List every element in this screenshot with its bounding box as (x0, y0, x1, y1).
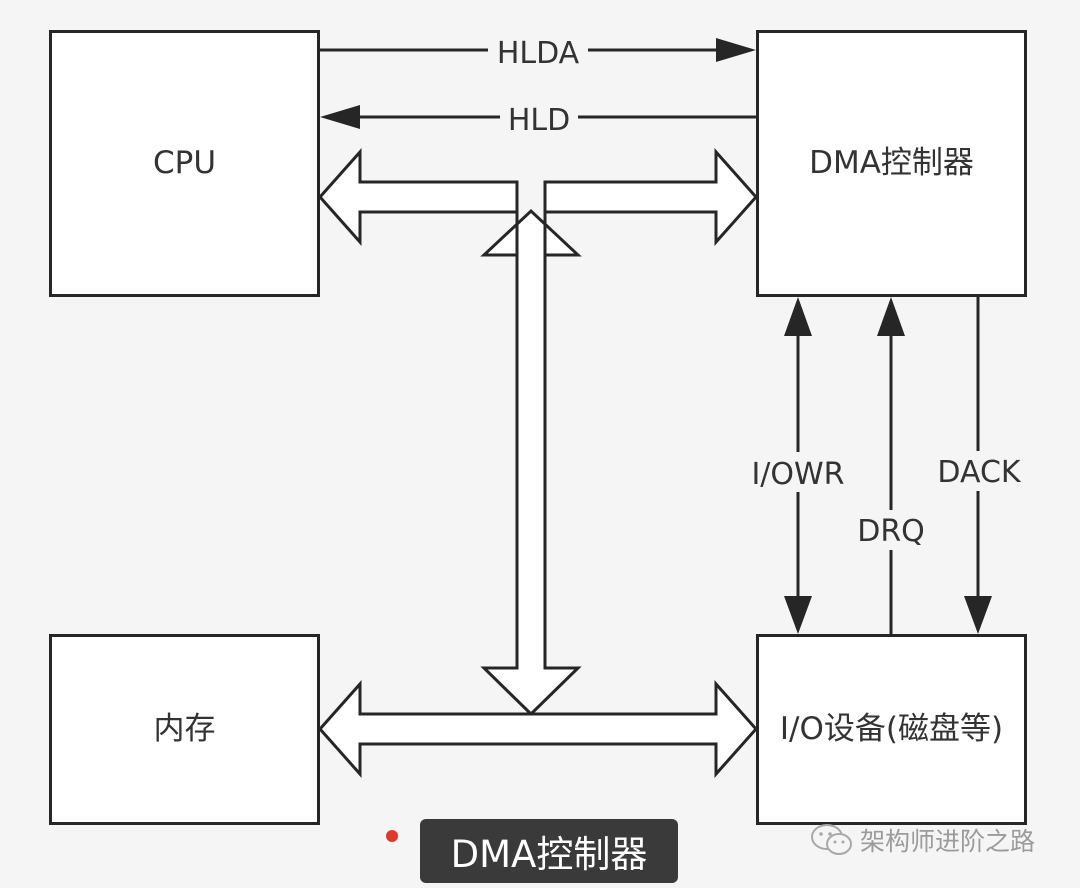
dma-controller-box: DMA控制器 (756, 30, 1027, 297)
caption-marker-dot (386, 830, 398, 842)
drq-label: DRQ (857, 514, 925, 549)
caption-text: DMA控制器 (450, 833, 648, 876)
hld-label: HLD (508, 103, 570, 138)
wechat-icon (811, 824, 852, 855)
io-owr-label: I/OWR (751, 457, 844, 492)
system-bus (317, 148, 759, 717)
hld-arrow: HLD (320, 100, 756, 138)
dma-controller-label: DMA控制器 (809, 145, 974, 182)
watermark-text: 架构师进阶之路 (860, 827, 1036, 856)
io-device-label: I/O设备(磁盘等) (779, 711, 1004, 748)
memory-io-bus (317, 680, 759, 778)
hlda-arrow: HLDA (320, 33, 756, 71)
caption-tag: DMA控制器 (420, 819, 678, 883)
drq-arrow: DRQ (852, 297, 932, 634)
memory-label: 内存 (153, 711, 216, 748)
memory-box: 内存 (49, 634, 320, 825)
dack-arrow: DACK (928, 297, 1030, 634)
hlda-label: HLDA (497, 36, 580, 71)
cpu-label: CPU (152, 145, 217, 182)
watermark: 架构师进阶之路 (810, 818, 1035, 862)
cpu-box: CPU (49, 30, 320, 297)
io-owr-arrow: I/OWR (742, 297, 854, 634)
dack-label: DACK (937, 455, 1022, 490)
